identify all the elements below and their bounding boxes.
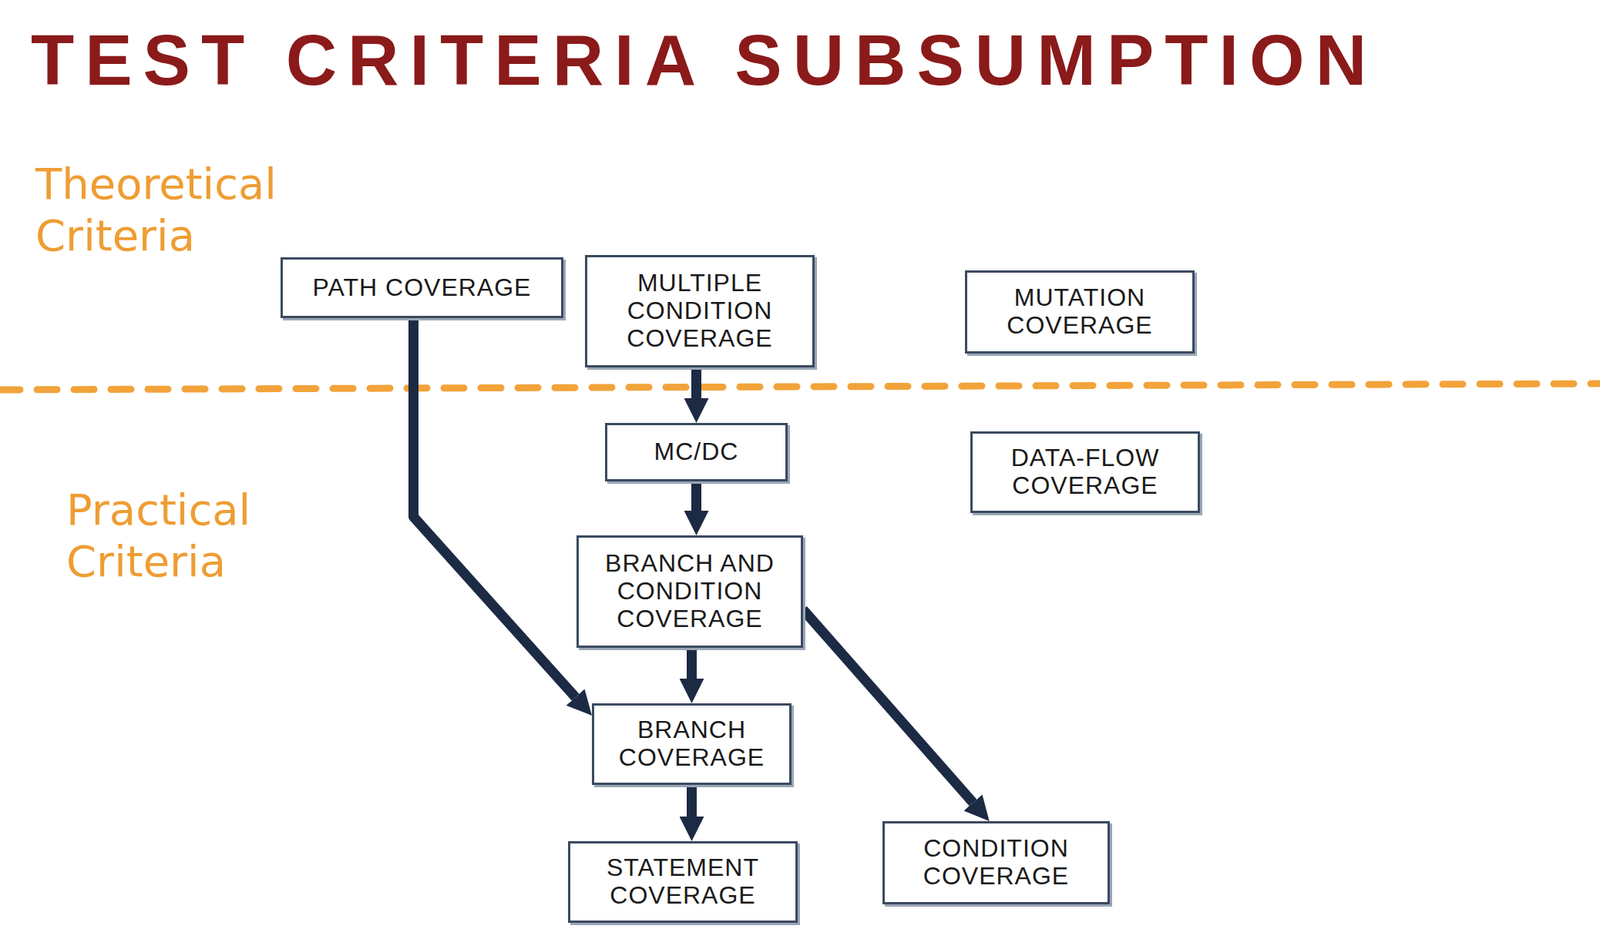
subsumption-arrow [691,481,702,511]
subsumption-arrow [686,785,697,817]
criterion-name: BRANCH COVERAGE [601,716,782,773]
criterion-name: MULTIPLE CONDITION COVERAGE [594,269,805,353]
criterion-box: BRANCH COVERAGE [591,703,792,786]
criterion-name: STATEMENT COVERAGE [578,854,788,911]
criterion-box: PATH COVERAGE [280,257,564,319]
divider-line [0,383,1600,390]
region-label: Practical Criteria [66,484,375,588]
criterion-box: MUTATION COVERAGE [964,270,1195,354]
criterion-box: DATA-FLOW COVERAGE [970,431,1200,514]
criterion-box: CONDITION COVERAGE [882,821,1110,905]
criterion-name: MC/DC [654,438,740,467]
criterion-box: STATEMENT COVERAGE [568,841,798,924]
criterion-box: BRANCH AND CONDITION COVERAGE [576,535,804,649]
criterion-box: MULTIPLE CONDITION COVERAGE [584,255,815,368]
criterion-name: PATH COVERAGE [312,274,532,303]
criterion-name: DATA-FLOW COVERAGE [980,444,1190,501]
subsumption-arrow [686,648,697,679]
subsumption-arrow [803,609,974,804]
criterion-name: MUTATION COVERAGE [974,284,1185,340]
criterion-name: BRANCH AND CONDITION COVERAGE [586,550,794,633]
criterion-box: MC/DC [605,423,788,482]
subsumption-arrow [413,318,575,698]
criterion-name: CONDITION COVERAGE [892,835,1100,891]
diagram-title: TEST CRITERIA SUBSUMPTION [30,21,1378,100]
subsumption-arrow [691,367,702,399]
region-label: Theoretical Criteria [35,157,360,262]
